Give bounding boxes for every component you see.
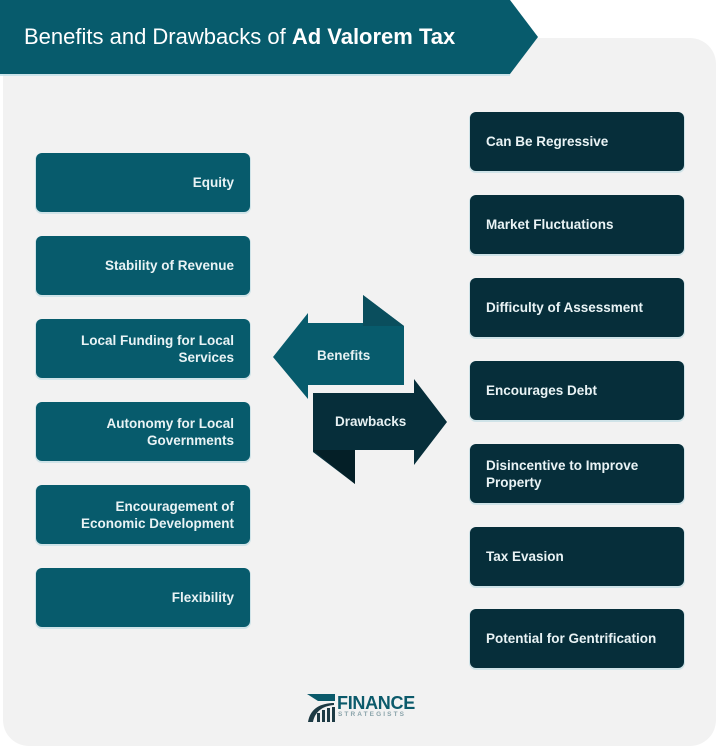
drawback-label: Tax Evasion	[486, 549, 564, 564]
benefit-label: Stability of Revenue	[104, 258, 234, 273]
benefit-item-local-funding: Local Funding for Local Services	[36, 319, 250, 378]
benefits-arrow-icon	[273, 295, 404, 399]
benefit-item-flexibility: Flexibility	[36, 568, 250, 627]
drawback-label: Disincentive to Improve Property	[486, 457, 639, 490]
drawbacks-label: Drawbacks	[335, 414, 407, 429]
benefit-label: Flexibility	[171, 590, 234, 605]
drawback-item-tax-evasion: Tax Evasion	[470, 527, 684, 586]
exchange-arrows: Benefits Drawbacks	[260, 290, 460, 490]
benefits-label: Benefits	[317, 348, 371, 363]
logo-chart-icon	[307, 694, 335, 722]
benefit-label: Equity	[192, 175, 234, 190]
drawback-item-disincentive: Disincentive to Improve Property	[470, 444, 684, 503]
banner-shape	[0, 0, 538, 76]
benefit-item-economic-development: Encouragement of Economic Development	[36, 485, 250, 544]
drawback-item-regressive: Can Be Regressive	[470, 112, 684, 171]
finance-strategists-logo: FINANCE STRATEGISTS	[306, 692, 426, 724]
page-title: Benefits and Drawbacks of Ad Valorem Tax	[24, 24, 456, 49]
drawback-item-difficulty-of-assessment: Difficulty of Assessment	[470, 278, 684, 337]
logo-text-strategists: STRATEGISTS	[338, 711, 407, 718]
benefit-item-autonomy: Autonomy for Local Governments	[36, 402, 250, 461]
drawback-item-encourages-debt: Encourages Debt	[470, 361, 684, 420]
drawback-item-gentrification: Potential for Gentrification	[470, 609, 684, 668]
drawback-label: Potential for Gentrification	[486, 631, 657, 646]
drawback-label: Encourages Debt	[486, 383, 598, 398]
benefit-item-equity: Equity	[36, 153, 250, 212]
drawback-label: Difficulty of Assessment	[486, 300, 644, 315]
drawbacks-arrow-icon	[313, 379, 447, 484]
benefit-label: Local Funding for Local Services	[81, 332, 234, 365]
arrows-graphic	[273, 295, 447, 484]
benefit-item-stability-of-revenue: Stability of Revenue	[36, 236, 250, 295]
title-banner: Benefits and Drawbacks of Ad Valorem Tax	[0, 0, 540, 76]
drawback-label: Can Be Regressive	[486, 134, 609, 149]
logo-text-finance: FINANCE	[337, 693, 415, 713]
benefit-label: Autonomy for Local Governments	[106, 415, 235, 448]
drawback-label: Market Fluctuations	[486, 217, 614, 232]
drawback-item-market-fluctuations: Market Fluctuations	[470, 195, 684, 254]
benefit-label: Encouragement of Economic Development	[80, 498, 234, 531]
